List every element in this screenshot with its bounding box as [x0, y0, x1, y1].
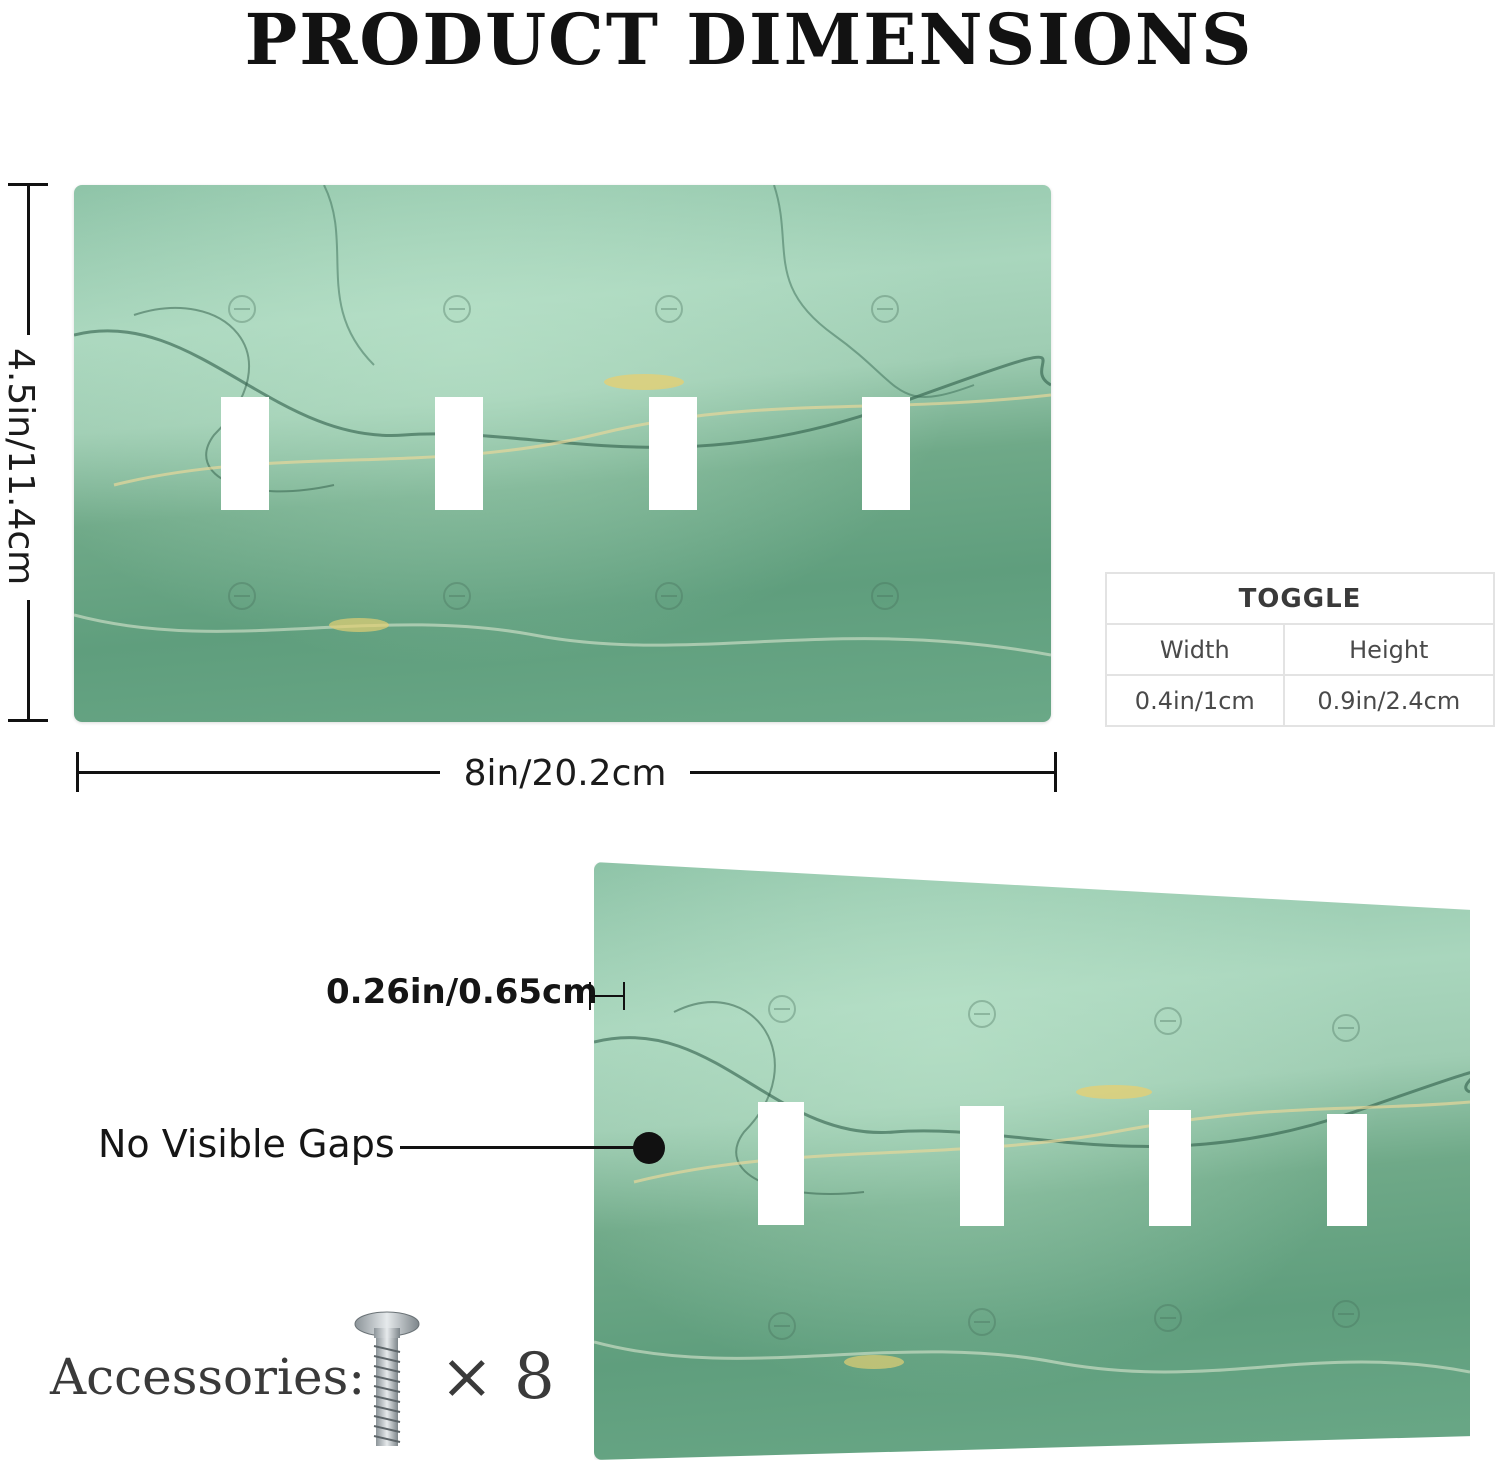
screw-hole: [871, 295, 899, 323]
table-column-height: Height: [1282, 623, 1496, 676]
angled-wall-plate: [594, 862, 1470, 1460]
thickness-bracket-right: [623, 982, 625, 1010]
toggle-size-table: TOGGLE Width Height 0.4in/1cm 0.9in/2.4c…: [1105, 572, 1496, 727]
height-dimension-bottom-cap: [8, 719, 48, 722]
screw-icon: [354, 1311, 420, 1446]
thickness-dimension-label: 0.26in/0.65cm: [326, 972, 598, 1012]
screw-hole: [871, 582, 899, 610]
toggle-opening: [960, 1106, 1004, 1226]
screw-hole: [1154, 1007, 1182, 1035]
screw-hole: [443, 582, 471, 610]
screw-hole: [1332, 1014, 1360, 1042]
accessories-label: Accessories:: [50, 1348, 366, 1406]
height-dimension-label: 4.5in/11.4cm: [0, 348, 41, 586]
screw-hole: [655, 582, 683, 610]
screw-hole: [768, 1312, 796, 1340]
toggle-opening: [1149, 1110, 1191, 1226]
screw-hole: [1154, 1304, 1182, 1332]
no-gaps-callout-label: No Visible Gaps: [98, 1122, 395, 1166]
height-dimension-top-cap: [8, 183, 48, 186]
toggle-opening: [1327, 1114, 1367, 1226]
toggle-opening: [221, 397, 269, 510]
screw-hole: [228, 295, 256, 323]
table-header: TOGGLE: [1105, 572, 1495, 625]
toggle-opening: [649, 397, 697, 510]
height-dimension-line-bottom: [27, 600, 30, 720]
table-value-width: 0.4in/1cm: [1105, 674, 1285, 727]
screw-hole: [968, 1000, 996, 1028]
page-title: PRODUCT DIMENSIONS: [244, 0, 1254, 81]
screw-hole: [1332, 1300, 1360, 1328]
toggle-opening: [862, 397, 910, 510]
screw-hole: [228, 582, 256, 610]
front-wall-plate: [74, 185, 1051, 722]
toggle-opening: [758, 1102, 804, 1225]
thickness-bracket-line: [590, 995, 624, 997]
no-gaps-pointer-line: [400, 1146, 640, 1149]
no-gaps-pointer-dot: [633, 1132, 665, 1164]
height-dimension-line-top: [27, 185, 30, 335]
screw-hole: [655, 295, 683, 323]
toggle-opening: [435, 397, 483, 510]
width-dimension-label: 8in/20.2cm: [440, 754, 690, 794]
screw-hole: [968, 1308, 996, 1336]
width-dimension-right-cap: [1054, 752, 1057, 792]
screw-hole: [443, 295, 471, 323]
screw-hole: [768, 995, 796, 1023]
accessories-quantity: × 8: [440, 1340, 555, 1414]
table-column-width: Width: [1105, 623, 1285, 676]
table-value-height: 0.9in/2.4cm: [1282, 674, 1496, 727]
